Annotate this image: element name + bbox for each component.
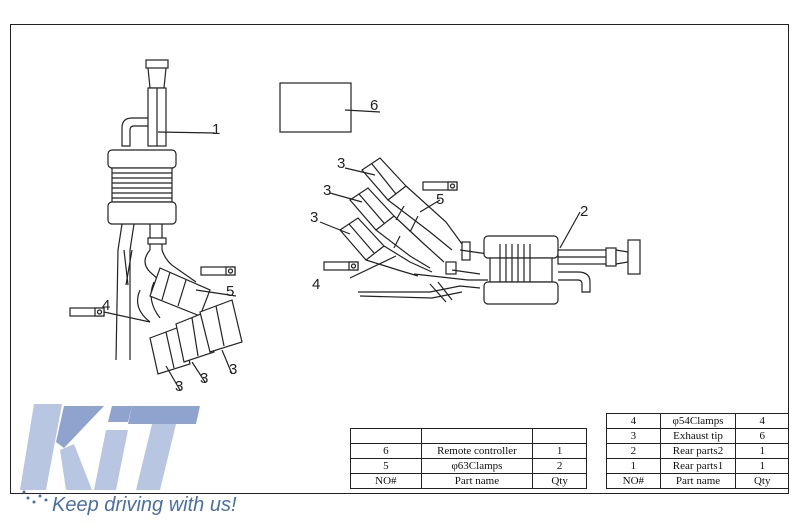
part-qty: 1 bbox=[735, 458, 789, 474]
part-name: Rear parts2 bbox=[659, 443, 737, 459]
header-no: NO# bbox=[350, 473, 422, 489]
remote-controller bbox=[279, 82, 381, 133]
callout-3-c: 3 bbox=[310, 209, 318, 226]
callout-5-b: 5 bbox=[436, 191, 444, 208]
header-qty: Qty bbox=[532, 473, 587, 489]
table-row bbox=[350, 428, 587, 444]
parts-table-right: 4 φ54Clamps 4 3 Exhaust tip 6 2 Rear par… bbox=[606, 413, 789, 489]
callout-3-b: 3 bbox=[323, 182, 331, 199]
table-row: 3 Exhaust tip 6 bbox=[606, 428, 789, 444]
part-qty: 1 bbox=[735, 443, 789, 459]
part-name: Remote controller bbox=[420, 443, 534, 459]
table-header-row: NO# Part name Qty bbox=[350, 473, 587, 489]
header-part-name: Part name bbox=[659, 473, 737, 489]
clamp-icon-left-4 bbox=[69, 307, 105, 317]
table-cell bbox=[532, 428, 587, 444]
part-number: 4 bbox=[606, 413, 661, 429]
part-number: 5 bbox=[350, 458, 422, 474]
table-header-row: NO# Part name Qty bbox=[606, 473, 789, 489]
callout-3-e: 3 bbox=[200, 370, 208, 387]
part-name: Rear parts1 bbox=[659, 458, 737, 474]
logo-part-k-leg bbox=[60, 444, 92, 490]
part-qty: 4 bbox=[735, 413, 789, 429]
header-no: NO# bbox=[606, 473, 661, 489]
callout-5-a: 5 bbox=[226, 283, 234, 300]
table-cell bbox=[420, 428, 534, 444]
logo-part-t-bar bbox=[128, 406, 200, 424]
table-cell bbox=[350, 428, 422, 444]
logo-part-i-dot bbox=[108, 406, 132, 422]
table-row: 2 Rear parts2 1 bbox=[606, 443, 789, 459]
clamp-icon-left-5 bbox=[200, 266, 236, 276]
part-qty: 6 bbox=[735, 428, 789, 444]
part-number: 2 bbox=[606, 443, 661, 459]
table-row: 5 φ63Clamps 2 bbox=[350, 458, 587, 474]
part-number: 1 bbox=[606, 458, 661, 474]
table-row: 4 φ54Clamps 4 bbox=[606, 413, 789, 429]
logo-part-i-stem bbox=[94, 430, 128, 490]
table-row: 1 Rear parts1 1 bbox=[606, 458, 789, 474]
left-exhaust-tips bbox=[149, 299, 243, 375]
callout-6: 6 bbox=[370, 97, 378, 114]
callout-4-b: 4 bbox=[312, 276, 320, 293]
callout-3-a: 3 bbox=[337, 155, 345, 172]
part-qty: 2 bbox=[532, 458, 587, 474]
part-name: φ54Clamps bbox=[659, 413, 737, 429]
part-qty: 1 bbox=[532, 443, 587, 459]
callout-3-f: 3 bbox=[229, 361, 237, 378]
clamp-icon-right-4 bbox=[323, 261, 359, 271]
parts-table-left: 6 Remote controller 1 5 φ63Clamps 2 NO# … bbox=[350, 428, 587, 489]
muffler-ribs-left bbox=[112, 172, 172, 199]
table-row: 6 Remote controller 1 bbox=[350, 443, 587, 459]
drawing-frame bbox=[10, 24, 789, 494]
part-number: 3 bbox=[606, 428, 661, 444]
slogan: Keep driving with us! bbox=[52, 494, 237, 516]
part-name: Exhaust tip bbox=[659, 428, 737, 444]
part-number: 6 bbox=[350, 443, 422, 459]
logo-part-k-stem bbox=[20, 404, 62, 490]
logo-part-t-stem bbox=[136, 424, 176, 490]
rear-part-2 bbox=[319, 157, 641, 305]
right-exhaust-tips bbox=[339, 157, 407, 261]
part-name: φ63Clamps bbox=[420, 458, 534, 474]
logo-part-k-arm bbox=[56, 406, 104, 448]
callout-1: 1 bbox=[212, 121, 220, 138]
header-part-name: Part name bbox=[420, 473, 534, 489]
callout-2: 2 bbox=[580, 203, 588, 220]
clamp-icon-right-5 bbox=[422, 181, 458, 191]
header-qty: Qty bbox=[735, 473, 789, 489]
callout-4-a: 4 bbox=[102, 297, 110, 314]
kit-logo bbox=[20, 404, 200, 504]
rear-part-1 bbox=[69, 59, 243, 391]
callout-3-d: 3 bbox=[175, 378, 183, 395]
